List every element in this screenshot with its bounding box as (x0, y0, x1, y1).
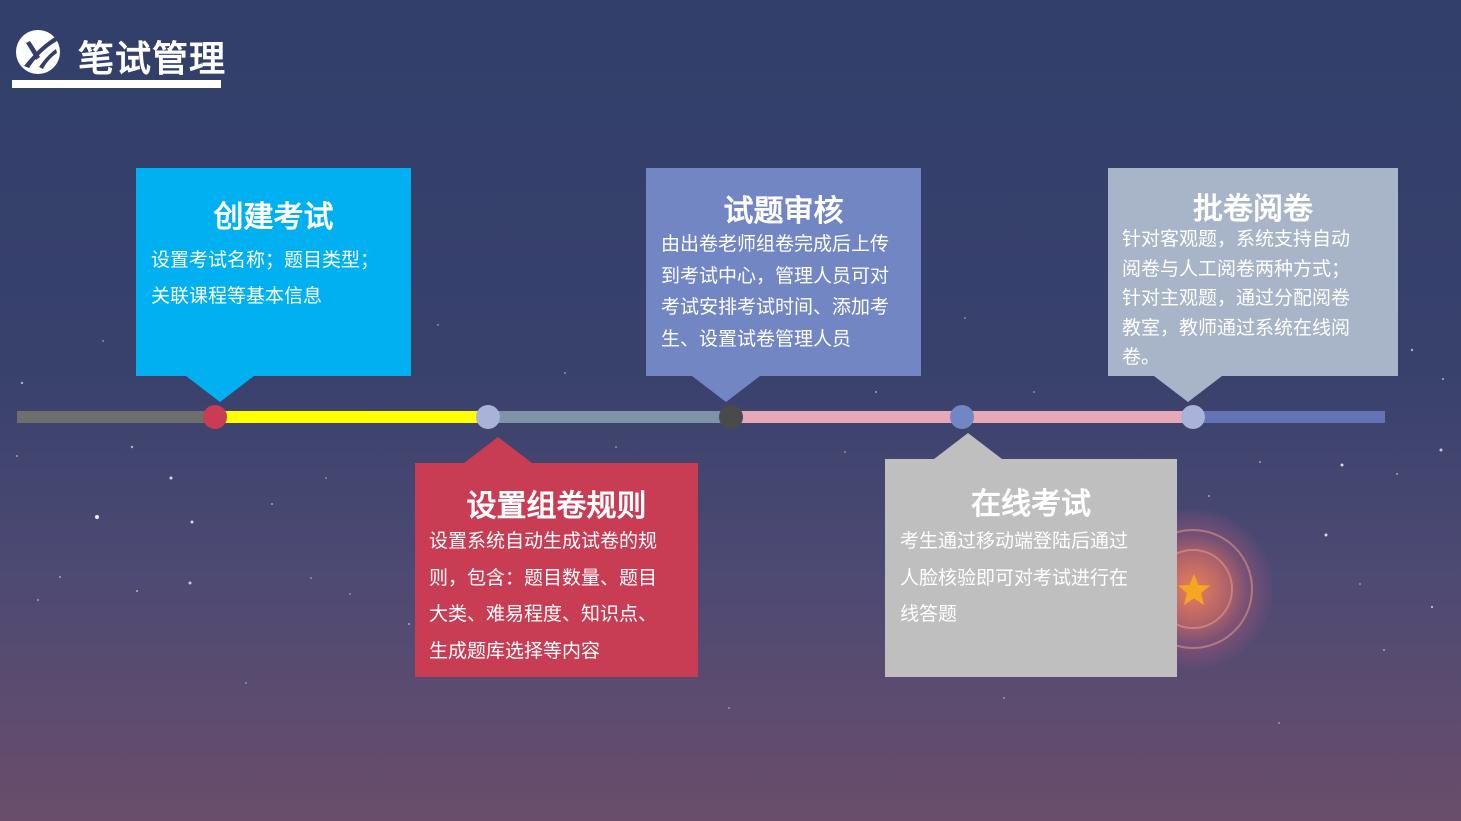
timeline-node-create (203, 405, 227, 429)
step-title: 创建考试 (213, 200, 334, 235)
description-line: 关联课程等基本信息 (151, 285, 323, 307)
card-pointer (464, 437, 532, 463)
description-line: 由出卷老师组卷完成后上传 (661, 233, 890, 255)
step-card-grading: 批卷阅卷 针对客观题，系统支持自动 阅卷与人工阅卷两种方式； 针对主观题，通过分… (1108, 168, 1398, 402)
timeline-node-grading (1181, 405, 1205, 429)
page-title: 笔试管理 (78, 39, 227, 80)
timeline-node-rules (476, 405, 500, 429)
step-title: 设置组卷规则 (466, 489, 647, 524)
description-line: 教室，教师通过系统在线阅 (1122, 316, 1351, 339)
step-description: 由出卷老师组卷完成后上传 到考试中心，管理人员可对 考试安排考试时间、添加考 生… (661, 229, 889, 355)
step-card-online-exam: 在线考试 考生通过移动端登陆后通过 人脸核验即可对考试进行在 线答题 (885, 433, 1177, 677)
description-line: 线答题 (900, 603, 958, 625)
description-line: 大类、难易程度、知识点、 (429, 603, 658, 625)
step-description: 考生通过移动端登陆后通过 人脸核验即可对考试进行在 线答题 (900, 523, 1128, 633)
step-card-create-exam: 创建考试 设置考试名称；题目类型； 关联课程等基本信息 (136, 168, 411, 402)
timeline-segment (17, 411, 215, 423)
description-line: 生、设置试卷管理人员 (661, 327, 852, 350)
card-pointer (692, 376, 760, 402)
step-title: 批卷阅卷 (1193, 192, 1313, 227)
description-line: 考生通过移动端登陆后通过 (900, 530, 1129, 552)
description-line: 生成题库选择等内容 (429, 639, 601, 662)
card-pointer (186, 376, 254, 402)
card-pointer (1154, 376, 1222, 402)
description-line: 阅卷与人工阅卷两种方式； (1122, 257, 1351, 280)
title-underline (12, 80, 221, 88)
timeline-segment (1193, 411, 1385, 423)
step-description: 设置系统自动生成试卷的规 则，包含：题目数量、题目 大类、难易程度、知识点、 生… (429, 523, 657, 669)
step-description: 针对客观题，系统支持自动 阅卷与人工阅卷两种方式； 针对主观题，通过分配阅卷 教… (1122, 225, 1350, 373)
description-line: 针对客观题，系统支持自动 (1122, 228, 1351, 250)
x-logo-icon (16, 30, 60, 74)
timeline-segment (488, 411, 731, 423)
timeline-segment (215, 411, 488, 423)
description-line: 考试安排考试时间、添加考 (661, 296, 890, 318)
description-line: 到考试中心，管理人员可对 (661, 264, 890, 287)
timeline-node-review (719, 405, 743, 429)
description-line: 设置考试名称；题目类型； (151, 249, 380, 271)
step-card-question-review: 试题审核 由出卷老师组卷完成后上传 到考试中心，管理人员可对 考试安排考试时间、… (646, 168, 921, 402)
step-card-set-rules: 设置组卷规则 设置系统自动生成试卷的规 则，包含：题目数量、题目 大类、难易程度… (415, 437, 698, 677)
step-description: 设置考试名称；题目类型； 关联课程等基本信息 (151, 242, 379, 314)
step-title: 试题审核 (723, 194, 844, 229)
star-icon (1178, 574, 1210, 605)
description-line: 卷。 (1122, 346, 1161, 368)
card-pointer (934, 433, 1002, 459)
description-line: 设置系统自动生成试卷的规 (429, 530, 658, 552)
description-line: 针对主观题，通过分配阅卷 (1122, 287, 1351, 309)
step-title: 在线考试 (971, 487, 1091, 522)
description-line: 人脸核验即可对考试进行在 (900, 566, 1129, 589)
timeline-node-online (950, 405, 974, 429)
description-line: 则，包含：题目数量、题目 (429, 566, 658, 589)
